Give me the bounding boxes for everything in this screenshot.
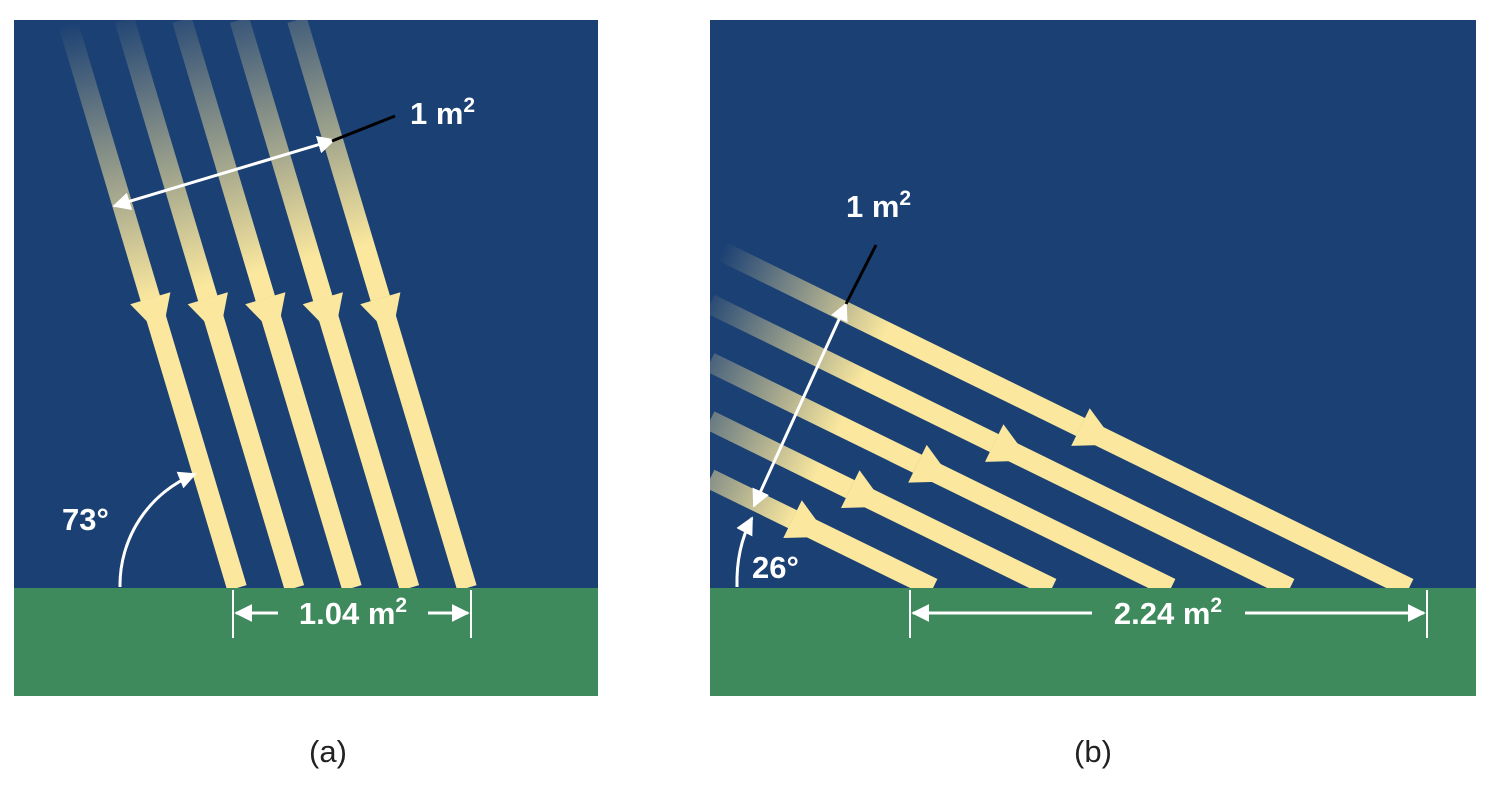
panel-a-beam-3-shaft bbox=[255, 295, 362, 588]
panel-b-caption: (b) bbox=[1074, 734, 1112, 769]
panel-a-beam-4-shaft bbox=[313, 295, 420, 588]
panel-b-beam-2-arrowhead bbox=[841, 470, 887, 508]
panel-b-ground-width-label: 2.24 m2 bbox=[1114, 594, 1222, 631]
panel-b-ground bbox=[710, 588, 1476, 696]
panel-b-beam-3-arrowhead bbox=[908, 444, 954, 483]
panel-a-beam-4-arrowhead bbox=[302, 292, 343, 337]
panel-b-beam-4-arrowhead bbox=[985, 424, 1031, 462]
panel-b-beam-2-shaft bbox=[845, 480, 1057, 588]
panel-b-beam-1-shaft bbox=[788, 510, 938, 588]
panel-a-beam-5-arrowhead bbox=[360, 292, 401, 337]
panel-b-beam-1-arrowhead bbox=[783, 500, 829, 538]
panel-b-beam-5-arrowhead bbox=[1071, 408, 1117, 446]
panel-a-beam-2-arrowhead bbox=[187, 292, 228, 337]
panel-b-angle-label: 26° bbox=[752, 550, 799, 585]
panel-a-beam-width-label: 1 m2 bbox=[410, 94, 475, 131]
panel-b-beam-3-shaft bbox=[913, 454, 1176, 588]
panel-a-beam-5-fade bbox=[287, 20, 390, 302]
panel-a-beam-5-shaft bbox=[370, 295, 477, 588]
panel-b-beam-5-fade bbox=[710, 236, 1085, 436]
panel-a-caption: (a) bbox=[309, 734, 347, 769]
panel-b-leader-line bbox=[844, 244, 878, 305]
panel-a-ground bbox=[14, 588, 598, 696]
panel-b-light-beams bbox=[710, 236, 1414, 588]
panel-a-leader-line bbox=[331, 114, 396, 143]
panel-a-angle-label: 73° bbox=[62, 502, 109, 537]
panel-a-beam-2-shaft bbox=[198, 295, 305, 588]
panel-a-beam-width-arrow bbox=[112, 136, 336, 210]
panel-a-angle-arc bbox=[118, 471, 197, 588]
panel-b-beam-5-shaft bbox=[1076, 418, 1414, 588]
panel-a-beam-1-shaft bbox=[140, 295, 247, 588]
panel-b-beam-width-label: 1 m2 bbox=[846, 187, 911, 224]
panel-a-beam-3-arrowhead bbox=[245, 292, 286, 337]
panel-a-beam-1-arrowhead bbox=[130, 292, 171, 337]
panel-b-angle-arc bbox=[735, 516, 754, 588]
panel-b: 1 m2 26° 2.24 m2 bbox=[710, 20, 1476, 696]
panel-a-beam-1-fade bbox=[57, 20, 160, 302]
panel-a: 1 m2 73° 1.04 m2 bbox=[14, 20, 598, 696]
panel-a-ground-width-label: 1.04 m2 bbox=[299, 594, 407, 631]
panel-b-beam-4-shaft bbox=[989, 434, 1295, 588]
panel-b-beam-width-arrow bbox=[752, 302, 848, 508]
